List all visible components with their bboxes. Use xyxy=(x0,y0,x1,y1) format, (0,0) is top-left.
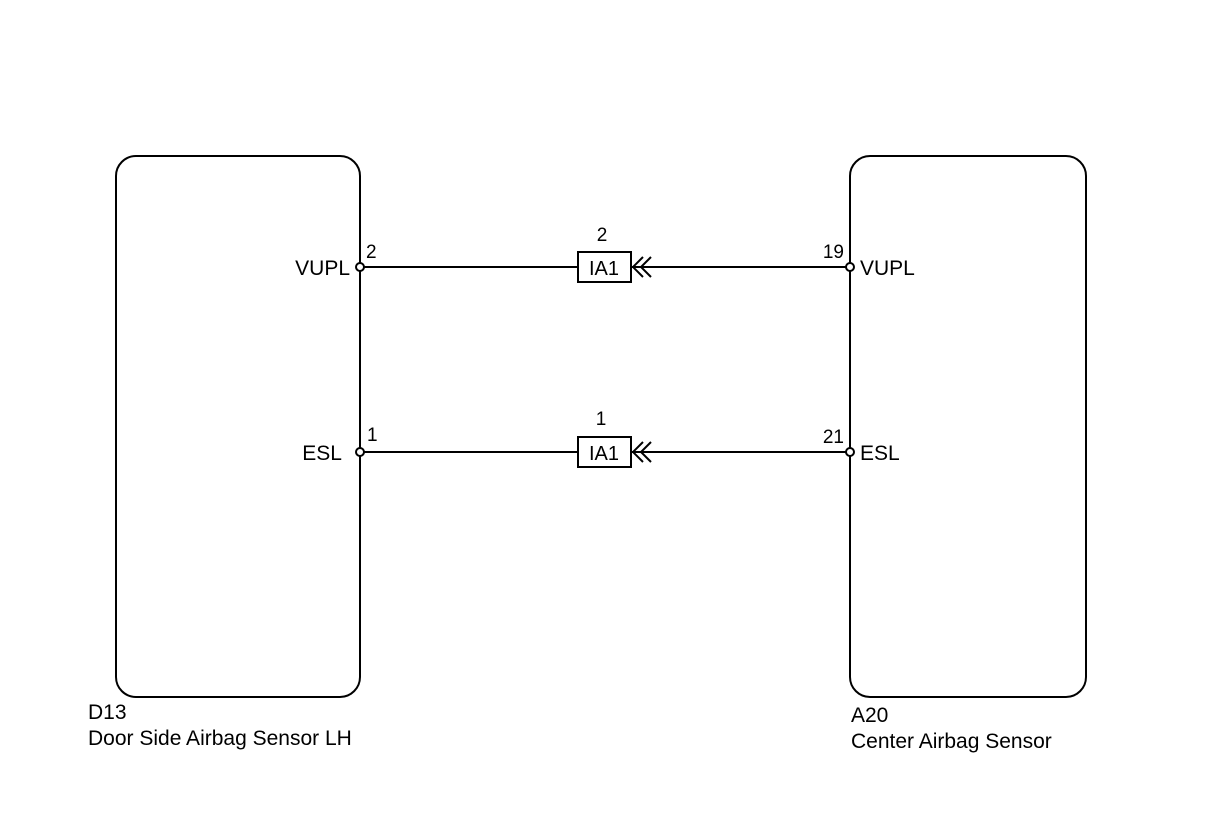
component-name: Door Side Airbag Sensor LH xyxy=(88,727,352,750)
component-code: A20 xyxy=(851,704,889,727)
pin-number-left: 1 xyxy=(367,425,378,446)
pin-signal-label-right: VUPL xyxy=(860,257,915,280)
component-box-left xyxy=(115,155,361,698)
connector-label: IA1 xyxy=(589,258,619,280)
connector-chevron-icon xyxy=(631,256,652,278)
pin-number-left: 2 xyxy=(366,242,377,263)
wire-vupl: VUPL VUPL 2 19 IA1 2 xyxy=(295,225,915,283)
connector-chevron-icon xyxy=(631,441,652,463)
pin-signal-label-right: ESL xyxy=(860,442,900,465)
wire-esl: ESL ESL 1 21 IA1 1 xyxy=(302,409,900,468)
pin-signal-label-left: VUPL xyxy=(295,257,350,280)
pin-terminal-right xyxy=(845,262,855,272)
component-code: D13 xyxy=(88,701,127,724)
connector-ia1: IA1 2 xyxy=(577,225,652,283)
connector-box xyxy=(577,251,632,283)
connector-pin-number: 1 xyxy=(596,409,607,430)
pin-terminal-left xyxy=(355,262,365,272)
pin-number-right: 21 xyxy=(823,427,844,448)
pin-terminal-right xyxy=(845,447,855,457)
connector-box xyxy=(577,436,632,468)
connector-ia1: IA1 1 xyxy=(577,409,652,468)
component-caption-left: D13 Door Side Airbag Sensor LH xyxy=(88,700,352,752)
pin-terminal-left xyxy=(355,447,365,457)
component-caption-right: A20 Center Airbag Sensor xyxy=(851,703,1052,755)
connector-pin-number: 2 xyxy=(597,225,608,246)
pin-number-right: 19 xyxy=(823,242,844,263)
pin-signal-label-left: ESL xyxy=(302,442,342,465)
component-box-right xyxy=(849,155,1087,698)
component-name: Center Airbag Sensor xyxy=(851,730,1052,753)
connector-label: IA1 xyxy=(589,443,619,465)
